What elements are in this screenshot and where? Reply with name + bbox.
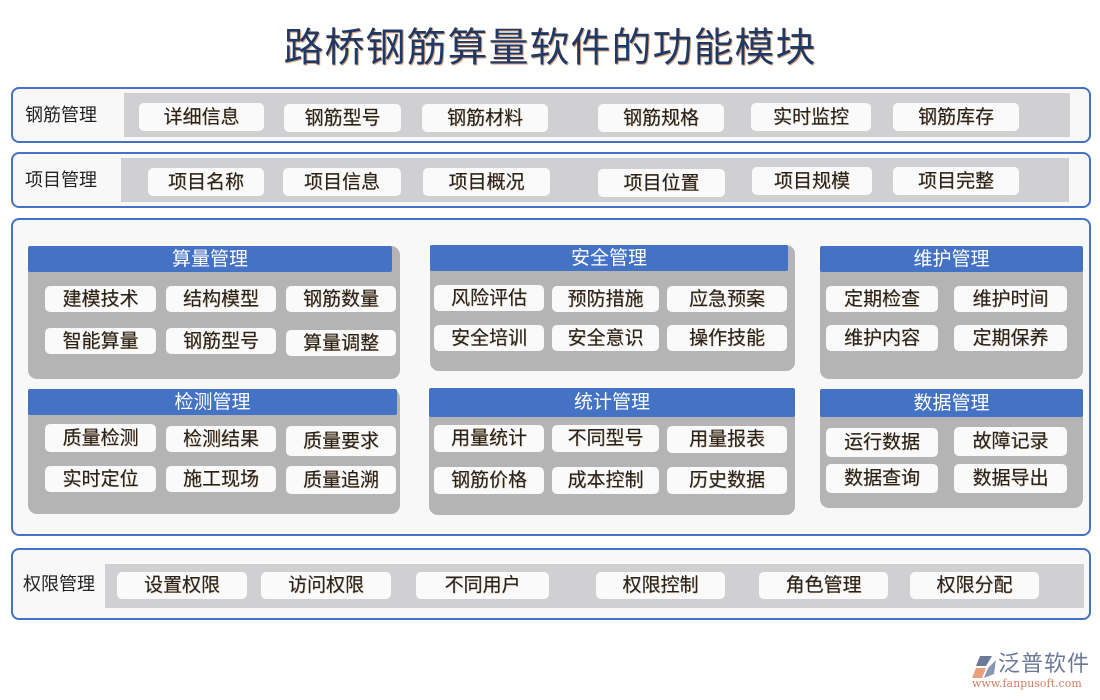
logo-mark-icon (972, 656, 996, 678)
page-title: 路桥钢筋算量软件的功能模块 (283, 25, 817, 71)
project-management-panel: 项目管理 项目名称 项目信息 项目概况 项目位置 项目规模 项目完整 (11, 152, 1091, 208)
module-chip[interactable]: 建模技术 (45, 286, 156, 312)
brand-logo: 泛普软件 www.fanpusoft.com (968, 652, 1093, 692)
module-chip[interactable]: 定期检查 (826, 286, 938, 312)
module-chip[interactable]: 用量报表 (667, 426, 787, 453)
module-chip[interactable]: 权限控制 (596, 572, 725, 599)
module-chip[interactable]: 维护时间 (954, 286, 1067, 312)
module-chip[interactable]: 角色管理 (759, 572, 888, 599)
module-chip[interactable]: 结构模型 (166, 286, 276, 312)
module-chip[interactable]: 权限分配 (910, 572, 1039, 599)
module-chip[interactable]: 钢筋型号 (284, 104, 401, 132)
module-chip[interactable]: 不同型号 (552, 425, 659, 452)
module-chip[interactable]: 实时定位 (45, 466, 156, 492)
row-label: 项目管理 (25, 170, 97, 191)
group-calc: 算量管理 建模技术 结构模型 钢筋数量 智能算量 钢筋型号 算量调整 (28, 246, 400, 379)
module-chip[interactable]: 钢筋规格 (598, 104, 724, 132)
module-chip[interactable]: 项目名称 (148, 168, 264, 196)
group-inspection: 检测管理 质量检测 检测结果 质量要求 实时定位 施工现场 质量追溯 (28, 389, 400, 514)
group-title: 算量管理 (28, 246, 392, 272)
group-title: 数据管理 (820, 389, 1083, 417)
row-label: 钢筋管理 (25, 105, 97, 126)
module-chip[interactable]: 维护内容 (826, 325, 938, 351)
module-chip[interactable]: 项目信息 (283, 168, 401, 196)
module-chip[interactable]: 项目概况 (423, 168, 550, 196)
rebar-management-panel: 钢筋管理 详细信息 钢筋型号 钢筋材料 钢筋规格 实时监控 钢筋库存 (11, 87, 1091, 143)
module-chip[interactable]: 钢筋材料 (422, 104, 548, 132)
group-title: 检测管理 (28, 389, 397, 415)
module-chip[interactable]: 实时监控 (751, 103, 871, 131)
row-label: 权限管理 (23, 574, 95, 595)
module-chip[interactable]: 数据查询 (826, 464, 938, 493)
module-chip[interactable]: 用量统计 (434, 425, 544, 452)
module-chip[interactable]: 钢筋型号 (166, 328, 276, 354)
module-chip[interactable]: 运行数据 (826, 428, 938, 457)
module-chip[interactable]: 项目规模 (752, 167, 872, 195)
module-chip[interactable]: 预防措施 (552, 286, 659, 312)
group-title: 安全管理 (430, 245, 788, 271)
module-chip[interactable]: 质量追溯 (286, 466, 396, 494)
module-chip[interactable]: 应急预案 (667, 286, 787, 312)
group-data: 数据管理 运行数据 故障记录 数据查询 数据导出 (820, 389, 1083, 508)
permission-management-panel: 权限管理 设置权限 访问权限 不同用户 权限控制 角色管理 权限分配 (11, 548, 1091, 620)
module-chip[interactable]: 质量要求 (286, 426, 396, 456)
module-chip[interactable]: 检测结果 (166, 426, 276, 452)
module-chip[interactable]: 详细信息 (139, 103, 264, 131)
module-chip[interactable]: 智能算量 (45, 328, 156, 354)
module-chip[interactable]: 操作技能 (667, 325, 787, 351)
module-chip[interactable]: 风险评估 (434, 285, 544, 311)
logo-name: 泛普软件 (998, 652, 1091, 677)
module-chip[interactable]: 数据导出 (954, 464, 1067, 493)
group-title: 维护管理 (820, 246, 1083, 272)
module-chip[interactable]: 不同用户 (416, 572, 549, 599)
group-safety: 安全管理 风险评估 预防措施 应急预案 安全培训 安全意识 操作技能 (430, 245, 795, 371)
group-maintenance: 维护管理 定期检查 维护时间 维护内容 定期保养 (820, 246, 1083, 379)
module-chip[interactable]: 钢筋库存 (893, 103, 1019, 131)
logo-url: www.fanpusoft.com (972, 677, 1082, 690)
module-chip[interactable]: 访问权限 (261, 572, 391, 599)
module-chip[interactable]: 安全培训 (434, 325, 544, 351)
module-chip[interactable]: 钢筋数量 (286, 286, 396, 312)
group-statistics: 统计管理 用量统计 不同型号 用量报表 钢筋价格 成本控制 历史数据 (429, 388, 795, 515)
module-chip[interactable]: 历史数据 (667, 467, 787, 494)
module-chip[interactable]: 安全意识 (552, 325, 659, 351)
module-chip[interactable]: 施工现场 (166, 466, 276, 492)
module-chip[interactable]: 成本控制 (552, 467, 659, 494)
module-chip[interactable]: 设置权限 (117, 572, 247, 599)
module-chip[interactable]: 算量调整 (286, 330, 396, 356)
group-title: 统计管理 (429, 388, 795, 417)
module-chip[interactable]: 项目完整 (893, 167, 1019, 195)
module-chip[interactable]: 故障记录 (954, 427, 1067, 456)
module-chip[interactable]: 质量检测 (45, 424, 156, 452)
module-chip[interactable]: 定期保养 (954, 325, 1067, 351)
module-chip[interactable]: 项目位置 (598, 169, 725, 197)
module-chip[interactable]: 钢筋价格 (434, 467, 544, 494)
